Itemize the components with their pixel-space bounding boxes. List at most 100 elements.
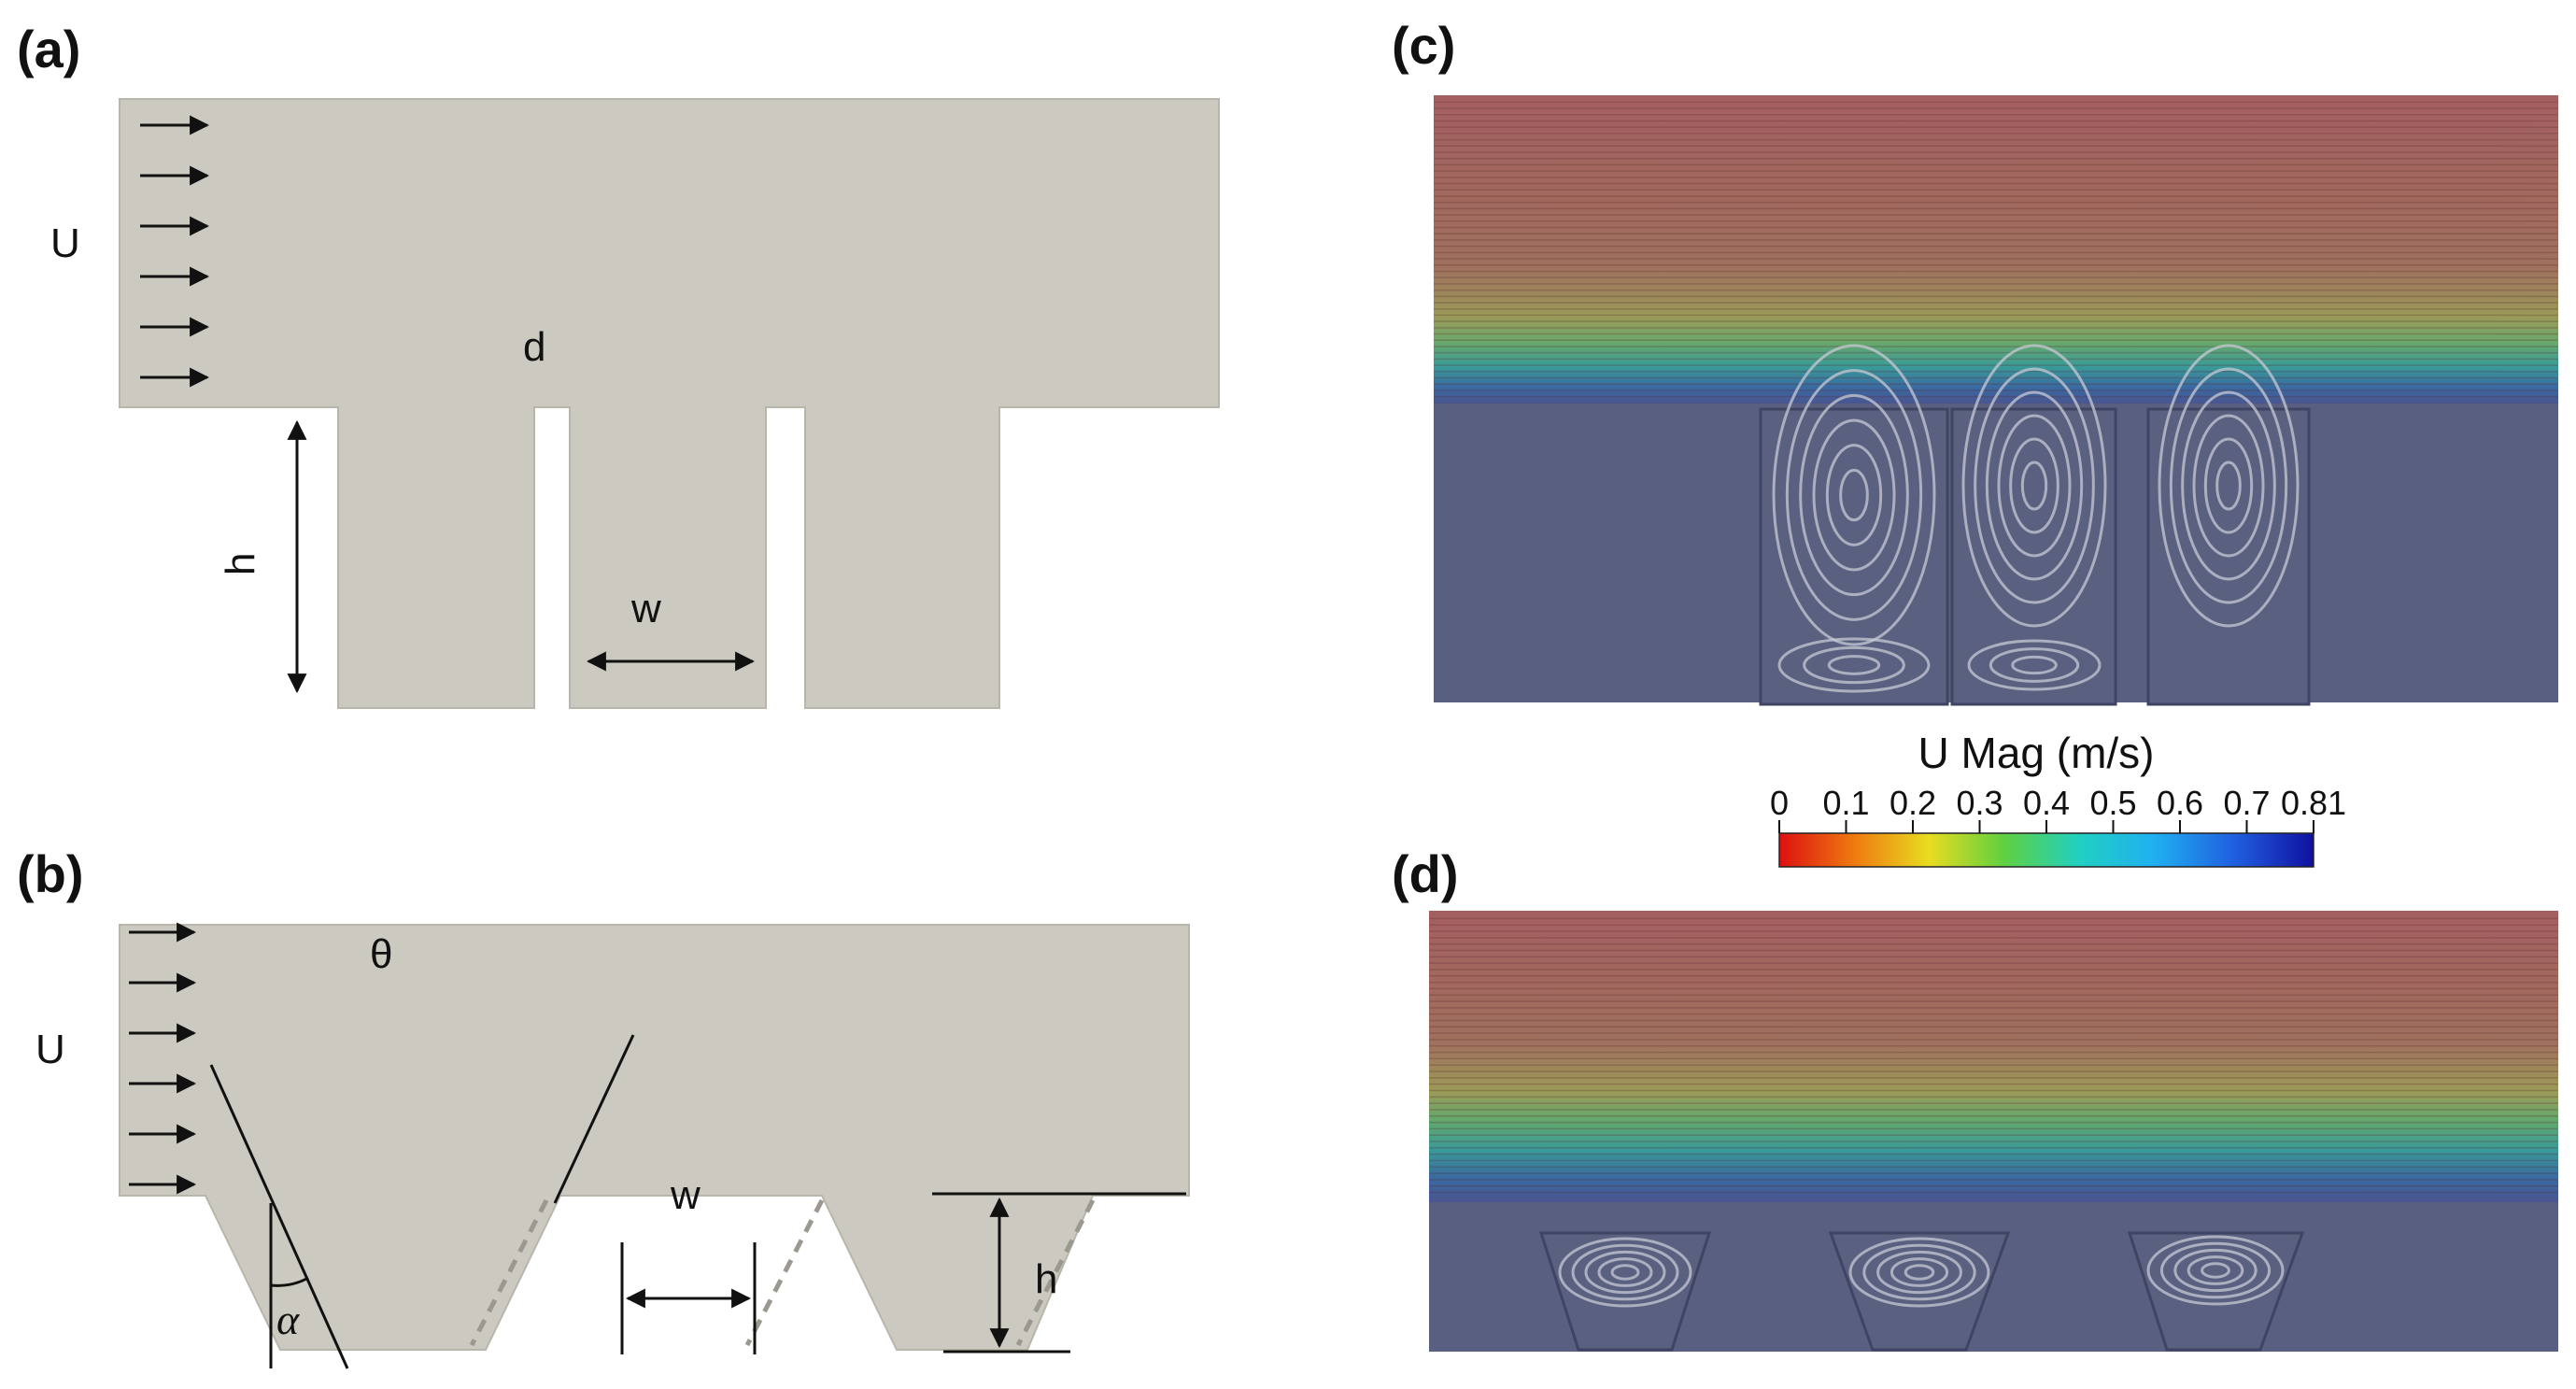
streamline (1428, 1191, 2559, 1195)
streamline (1428, 1006, 2559, 1010)
vortex-ring (1827, 655, 1881, 675)
streamline (1433, 257, 2559, 261)
streamline (1433, 188, 2559, 192)
streamline (1428, 968, 2559, 971)
vortex-ring (1799, 393, 1909, 597)
vortex-ring (1785, 369, 1923, 621)
streamline (1428, 986, 2559, 991)
streamline (1428, 929, 2559, 933)
streamline (1428, 1133, 2559, 1137)
colorbar-tick-label: 0.4 (2023, 784, 2070, 822)
vortex-ring (1610, 1264, 1640, 1281)
streamline (1428, 981, 2559, 985)
streamline (1433, 220, 2559, 223)
streamline (1428, 1178, 2559, 1182)
streamline (1428, 1056, 2559, 1060)
vortex-ring (1558, 1237, 1692, 1308)
vortex-ring (2159, 1241, 2272, 1299)
streamline (1428, 1146, 2559, 1150)
streamline (1428, 1153, 2559, 1156)
streamline (1433, 251, 2559, 254)
streamline (1433, 363, 2559, 367)
vortex-ring (2173, 1248, 2258, 1293)
vortex-ring (1571, 1243, 1679, 1301)
vortex-ring (2011, 655, 2058, 675)
panel-c-vortices (1772, 344, 2300, 693)
streamline (1433, 307, 2559, 310)
streamline (1428, 1095, 2559, 1098)
vortex-ring (1985, 390, 2084, 581)
colorbar-tick-label: 0.5 (2089, 784, 2136, 822)
colorbar-title: U Mag (m/s) (1918, 729, 2155, 777)
panel-b-flow-arrows (129, 922, 197, 1195)
colorbar-gradient (1778, 832, 2314, 868)
streamline (1433, 370, 2559, 374)
vortex-ring (2203, 437, 2254, 534)
streamline (1428, 1025, 2559, 1029)
streamline (1433, 244, 2559, 248)
colorbar-tick-label: 0.1 (1822, 784, 1869, 822)
streamline (1433, 313, 2559, 317)
panel-c: (c) (1392, 16, 2559, 706)
colorbar-tick-label: 0.2 (1890, 784, 1936, 822)
panel-a-height-symbol: h (218, 553, 263, 575)
streamline (1433, 150, 2559, 154)
colorbar-tick-label: 0.3 (1956, 784, 2003, 822)
streamline (1433, 357, 2559, 361)
streamline (1428, 1184, 2559, 1187)
streamline (1428, 1082, 2559, 1086)
panel-b-velocity-symbol: U (35, 1027, 65, 1072)
panel-c-mainflow (1434, 95, 2558, 404)
streamline (1428, 961, 2559, 965)
streamline (1433, 383, 2559, 386)
streamline (1428, 1031, 2559, 1035)
colorbar-tick-label: 0.6 (2157, 784, 2203, 822)
vortex-ring (2158, 344, 2300, 628)
streamline (1433, 263, 2559, 267)
panel-c-streamlines (1433, 101, 2559, 399)
panel-b-cavity-walls (469, 1198, 1096, 1347)
streamline (1433, 301, 2559, 305)
vortex-ring (1812, 418, 1896, 572)
streamline (1428, 994, 2559, 997)
vortex-ring (1825, 444, 1883, 546)
vortex-ring (2146, 1235, 2285, 1306)
streamline (1428, 948, 2559, 953)
panel-b: (b) U θ α w h (17, 844, 1190, 1369)
panel-a-flow-arrows (140, 115, 210, 388)
streamline (1433, 101, 2559, 104)
streamline (1433, 120, 2559, 122)
streamline (1428, 1051, 2559, 1054)
panel-a-width-symbol: w (630, 586, 661, 631)
vortex-ring (2169, 367, 2288, 604)
vortex-ring (2215, 461, 2242, 511)
streamline (1433, 238, 2559, 242)
vortex-ring (1777, 637, 1931, 693)
vortex-ring (1772, 344, 1936, 646)
vortex-ring (1803, 645, 1905, 685)
streamline (1428, 1158, 2559, 1163)
vortex-ring (1904, 1264, 1935, 1281)
panel-a-geometry (119, 98, 1220, 709)
panel-a-velocity-symbol: U (50, 220, 80, 266)
streamline (1428, 1063, 2559, 1067)
vortex-ring (1989, 647, 2080, 683)
streamline (1428, 1076, 2559, 1080)
streamline (1433, 270, 2559, 273)
streamline (1433, 169, 2559, 173)
streamline (1433, 201, 2559, 205)
streamline (1433, 225, 2559, 230)
vortex-ring (1890, 1257, 1949, 1287)
panel-b-width-symbol: w (670, 1172, 701, 1218)
streamline (1433, 144, 2559, 148)
streamline (1428, 1140, 2559, 1143)
streamline (1433, 326, 2559, 330)
streamline (1433, 157, 2559, 160)
vortex-ring (1997, 414, 2072, 558)
panel-d: (d) (1392, 844, 2559, 1352)
panel-b-height-symbol: h (1035, 1256, 1057, 1302)
streamline (1428, 999, 2559, 1003)
vortex-ring (2009, 437, 2059, 534)
